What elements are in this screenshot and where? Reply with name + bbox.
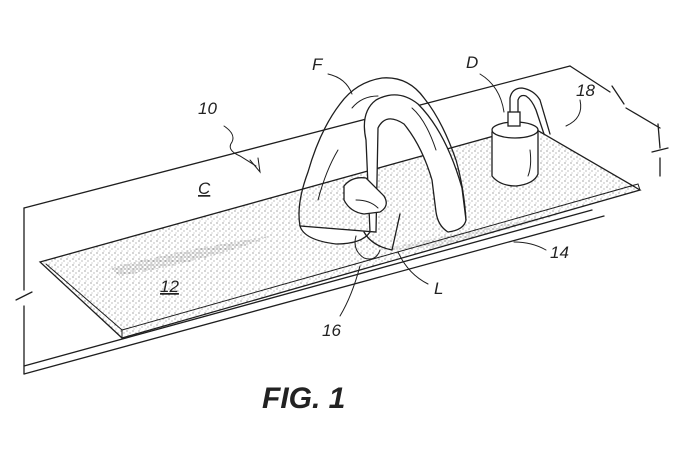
label-counter: C xyxy=(198,179,211,198)
label-faucet: F xyxy=(312,55,324,74)
leader-lines xyxy=(223,73,582,317)
faucet xyxy=(298,77,467,260)
label-assembly: 10 xyxy=(198,99,217,118)
label-mat: 12 xyxy=(160,277,179,296)
counter-outline xyxy=(15,65,669,375)
label-lever: L xyxy=(434,279,443,298)
soap-dispenser xyxy=(491,87,551,187)
label-dispenser: D xyxy=(466,53,478,72)
label-part-18: 18 xyxy=(576,81,595,100)
figure-caption: FIG. 1 xyxy=(262,382,345,415)
label-part-16: 16 xyxy=(322,321,341,340)
label-edge: 14 xyxy=(550,243,569,262)
